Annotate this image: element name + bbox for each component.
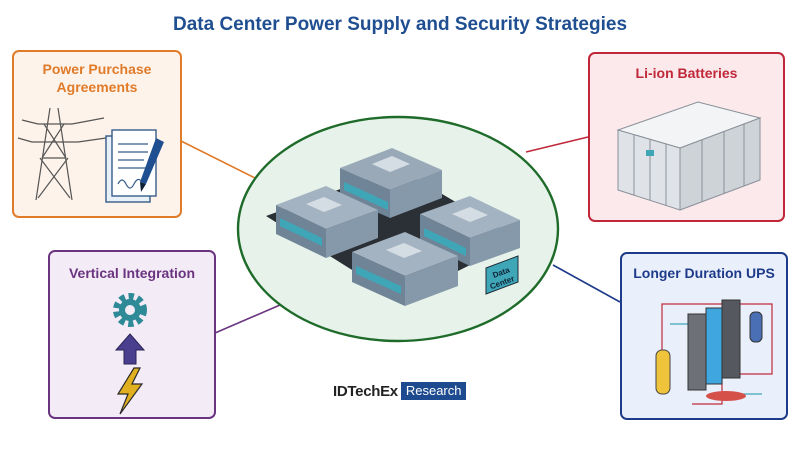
data-center-buildings-icon	[266, 148, 520, 306]
card-vertical-integration: Vertical Integration	[48, 250, 216, 419]
card-power-purchase-agreements: Power Purchase Agreements	[12, 50, 182, 218]
card-ppa-title-line1: Power Purchase	[42, 61, 152, 77]
connector-ppa	[180, 140, 256, 179]
connector-li-ion	[525, 136, 589, 153]
card-li-ion-batteries: Li-ion Batteries	[588, 52, 785, 222]
connector-vertical	[214, 304, 281, 334]
card-longer-duration-ups: Longer Duration UPS	[620, 252, 788, 420]
card-ppa-title-line2: Agreements	[56, 79, 138, 95]
gear-icon	[113, 293, 147, 327]
lightning-bolt-icon	[116, 367, 144, 415]
card-li-ion-title: Li-ion Batteries	[635, 65, 738, 81]
card-vertical-title: Vertical Integration	[68, 265, 196, 281]
card-ups-title: Longer Duration UPS	[633, 265, 775, 281]
connector-ups	[552, 264, 621, 303]
brand-tag: Research	[400, 382, 467, 400]
ups-system-icon	[655, 299, 773, 405]
up-arrow-icon	[114, 333, 146, 365]
battery-cabinet-icon	[616, 101, 762, 211]
contract-document-icon	[105, 129, 157, 203]
pen-icon	[140, 138, 164, 192]
page-title: Data Center Power Supply and Security St…	[172, 14, 628, 35]
brand-name: IDTechEx	[333, 382, 398, 400]
brand-logo: IDTechEx Research	[333, 381, 467, 401]
transmission-tower-icon	[17, 107, 107, 201]
